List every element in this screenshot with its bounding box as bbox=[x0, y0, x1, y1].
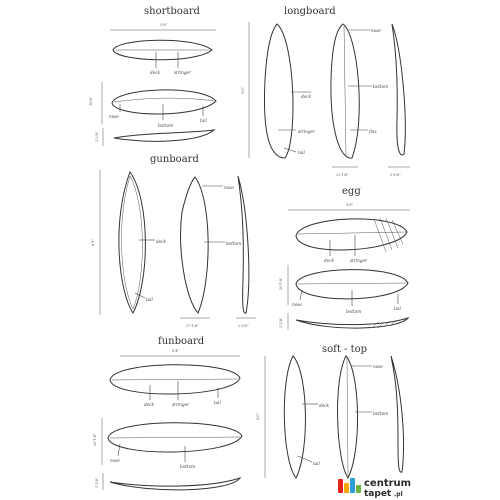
label-tail-gun: tail bbox=[146, 297, 154, 302]
label-tail-egg: tail bbox=[394, 306, 402, 311]
label-nose-long: nose bbox=[371, 28, 381, 33]
softtop-profile bbox=[390, 355, 405, 473]
title-funboard: funboard bbox=[158, 336, 205, 347]
title-softtop: soft - top bbox=[322, 344, 367, 355]
label-bottom: bottom bbox=[158, 123, 173, 128]
dim-funboard-thickness: 2'1/8" bbox=[95, 477, 99, 489]
label-tail-fun: tail bbox=[214, 400, 222, 405]
dim-softtop-length: 6'0" bbox=[256, 412, 260, 420]
dim-funboard-length: 6'4" bbox=[172, 349, 180, 353]
label-nose-fun: nose bbox=[110, 458, 120, 463]
label-fins-long: fins bbox=[368, 129, 377, 134]
dim-shortboard-width: 18'4" bbox=[89, 96, 93, 106]
gunboard-deck bbox=[118, 170, 146, 314]
title-gunboard: gunboard bbox=[150, 154, 199, 165]
label-bottom-long: bottom bbox=[373, 84, 388, 89]
label-stringer-egg: stringer bbox=[350, 258, 368, 263]
dim-egg-length: 5'8" bbox=[346, 203, 354, 207]
dim-gunboard-width: 17'1/8" bbox=[186, 324, 199, 328]
brand-logo-icon bbox=[338, 478, 361, 493]
title-shortboard: shortboard bbox=[144, 6, 201, 17]
label-nose-egg: nose bbox=[292, 302, 302, 307]
label-nose-soft: nose bbox=[373, 364, 383, 369]
label-tail: tail bbox=[200, 118, 208, 123]
dim-longboard-width: 22'1/8" bbox=[335, 173, 349, 177]
egg-deck bbox=[295, 218, 408, 251]
dim-longboard-thickness: 3'1/8" bbox=[390, 173, 401, 177]
shortboard-profile bbox=[113, 129, 216, 142]
softtop-deck bbox=[283, 355, 306, 479]
title-longboard: longboard bbox=[284, 6, 336, 17]
label-stringer: stringer bbox=[174, 70, 192, 75]
longboard-deck bbox=[263, 23, 294, 159]
label-deck-long: deck bbox=[301, 94, 312, 99]
label-nose: nose bbox=[109, 114, 119, 119]
dim-egg-thickness: 2'5/8" bbox=[279, 317, 283, 329]
dim-gunboard-length: 6'4" bbox=[91, 238, 95, 246]
label-deck: deck bbox=[150, 70, 161, 75]
gunboard-profile bbox=[237, 175, 250, 314]
shortboard-bottom bbox=[111, 89, 217, 115]
egg-bottom bbox=[295, 269, 409, 300]
label-tail-soft: tail bbox=[313, 461, 321, 466]
brand-suffix: .pl bbox=[394, 491, 403, 498]
dim-shortboard-thickness: 2'3/8" bbox=[95, 131, 99, 143]
label-nose-gun: nose bbox=[224, 185, 234, 190]
gunboard-bottom bbox=[180, 176, 209, 314]
label-deck-gun: deck bbox=[156, 239, 167, 244]
label-bottom-soft: bottom bbox=[373, 411, 388, 416]
label-deck-egg: deck bbox=[324, 258, 335, 263]
brand-line2: tapet bbox=[364, 489, 392, 499]
label-tail-long: tail bbox=[298, 150, 306, 155]
label-stringer-fun: stringer bbox=[172, 402, 190, 407]
label-deck-fun: deck bbox=[144, 402, 155, 407]
dim-longboard-length: 9'0" bbox=[241, 86, 245, 94]
dim-gunboard-thickness: 2'3/8" bbox=[237, 324, 249, 328]
egg-profile bbox=[295, 316, 410, 329]
longboard-profile bbox=[391, 23, 406, 156]
label-bottom-fun: bottom bbox=[180, 464, 195, 469]
label-stringer-long: stringer bbox=[298, 129, 316, 134]
brand-line1: centrum bbox=[364, 478, 411, 489]
label-bottom-gun: bottom bbox=[226, 241, 241, 246]
funboard-profile bbox=[109, 477, 242, 491]
dim-egg-width: 20'1/8" bbox=[279, 277, 283, 291]
dim-funboard-width: 20'1/8" bbox=[93, 433, 97, 447]
label-deck-soft: deck bbox=[319, 403, 330, 408]
title-egg: egg bbox=[342, 186, 361, 197]
brand-logo: centrum tapet .pl bbox=[338, 478, 411, 499]
label-bottom-egg: bottom bbox=[346, 309, 361, 314]
dim-shortboard-length: 5'8" bbox=[160, 23, 168, 27]
